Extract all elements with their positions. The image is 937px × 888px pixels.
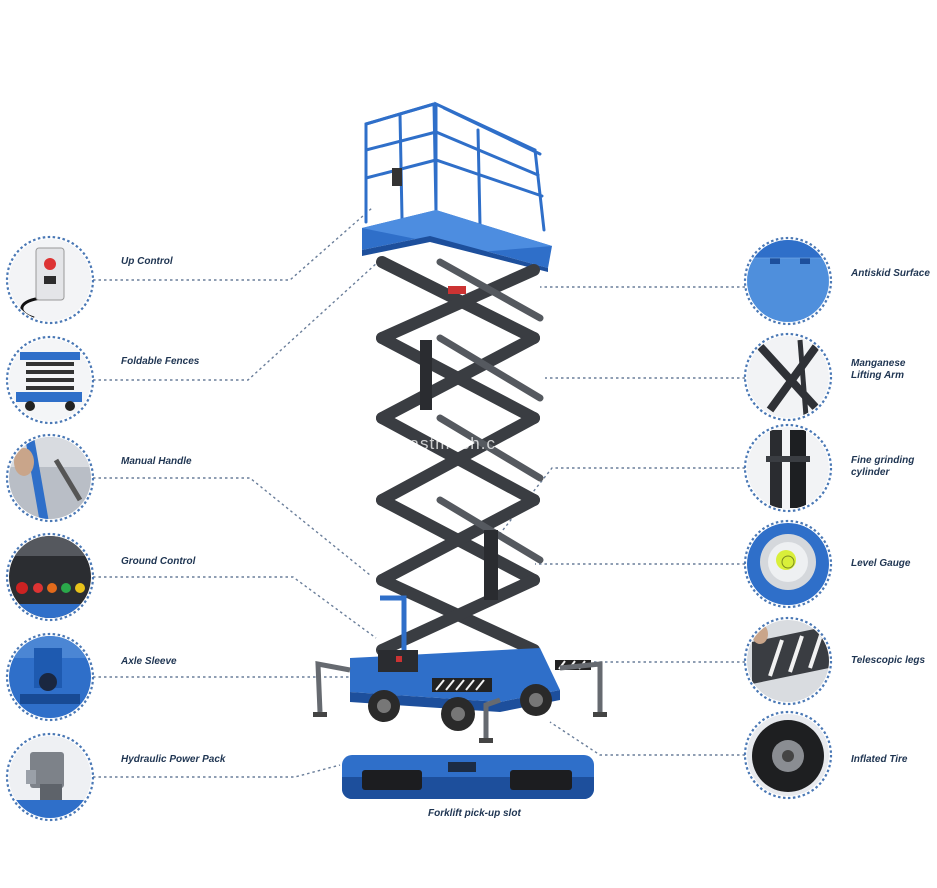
up-control-box (392, 168, 402, 186)
detail-circle-fine-grinding-cylinder (743, 423, 833, 513)
label-foldable-fences: Foldable Fences (121, 356, 200, 367)
detail-circle-up-control (5, 235, 95, 325)
label-fine-grinding-cylinder: Fine grinding cylinder (851, 455, 915, 478)
scissor-lift-machine (313, 101, 607, 743)
detail-circle-antiskid-surface (743, 236, 833, 326)
detail-circle-manual-handle (5, 433, 95, 523)
label-up-control: Up Control (121, 256, 173, 267)
label-manganese-lifting-arm: Manganese Lifting Arm (851, 358, 906, 381)
platform-deck (362, 210, 552, 272)
detail-circle-manganese-lifting-arm (743, 332, 833, 422)
detail-circle-level-gauge (743, 519, 833, 609)
outriggers (315, 660, 603, 738)
watermark: ot.ir eastmach.c (360, 434, 496, 453)
label-hydraulic-power-pack: Hydraulic Power Pack (121, 754, 226, 765)
label-antiskid-surface: Antiskid Surface (851, 268, 930, 279)
forklift-slot-photo (342, 755, 594, 799)
manual-handle (380, 595, 407, 655)
warning-sticker (448, 286, 466, 294)
label-axle-sleeve: Axle Sleeve (121, 656, 177, 667)
detail-circle-axle-sleeve (5, 632, 95, 722)
label-inflated-tire: Inflated Tire (851, 754, 908, 765)
label-ground-control: Ground Control (121, 556, 196, 567)
detail-circle-inflated-tire (743, 710, 833, 800)
scissor-arms (376, 256, 540, 656)
detail-circle-ground-control (5, 532, 95, 622)
wheels (368, 684, 552, 731)
label-telescopic-legs: Telescopic legs (851, 655, 926, 666)
detail-circle-telescopic-legs (743, 616, 833, 706)
label-manual-handle: Manual Handle (121, 456, 192, 467)
hydraulic-cylinder (484, 530, 498, 600)
detail-circle-foldable-fences (5, 335, 95, 425)
label-forklift-pickup-slot: Forklift pick-up slot (428, 808, 521, 819)
detail-circle-hydraulic-power-pack (5, 732, 95, 822)
label-level-gauge: Level Gauge (851, 558, 911, 569)
guard-rails (364, 101, 546, 232)
